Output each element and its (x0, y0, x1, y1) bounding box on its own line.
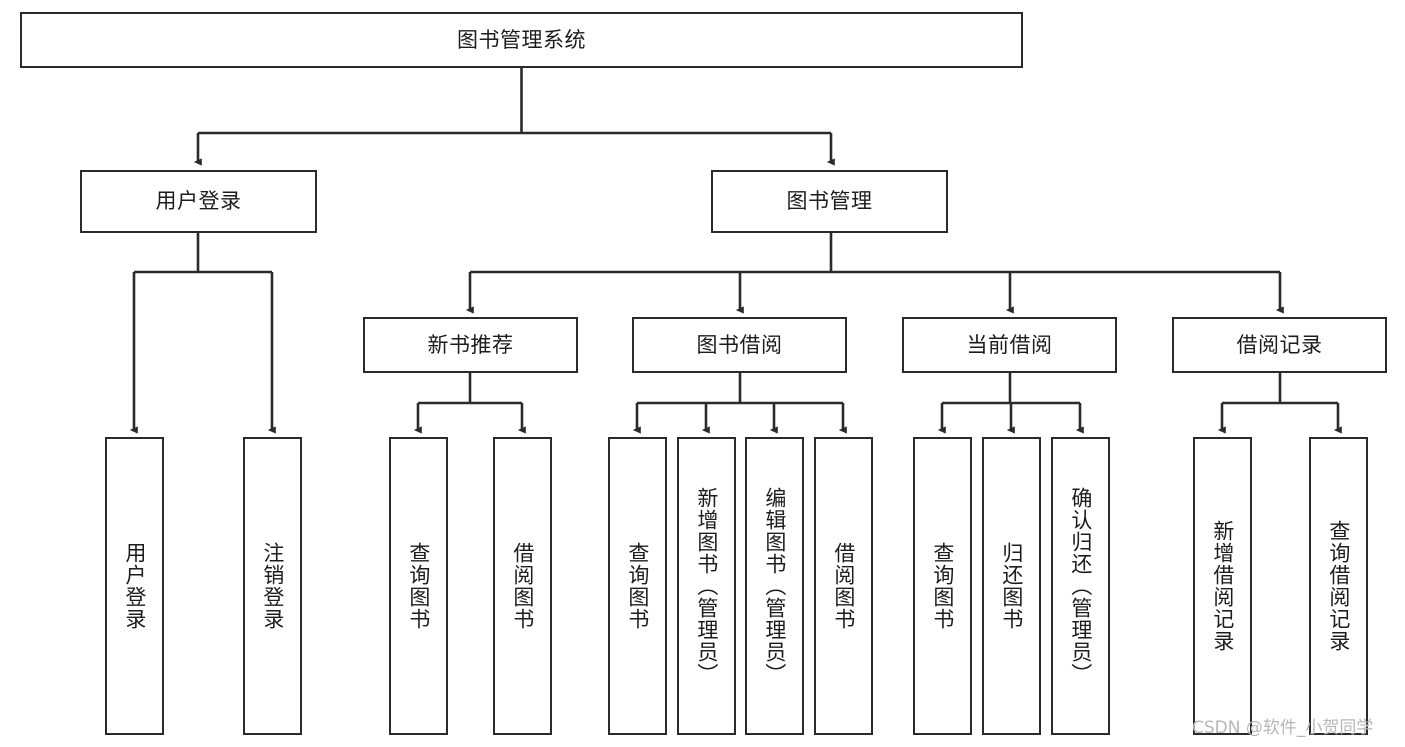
leaf-book-borrow-add-book-admin[interactable]: 新增图书（管理员） (677, 437, 736, 735)
node-label: 新增图书（管理员） (694, 487, 719, 685)
node-current-borrow[interactable]: 当前借阅 (902, 317, 1117, 373)
node-label: 用户登录 (155, 189, 242, 214)
node-label: 查询借阅记录 (1326, 520, 1351, 652)
node-label: 查询图书 (406, 542, 431, 630)
node-borrow-record[interactable]: 借阅记录 (1172, 317, 1387, 373)
leaf-new-book-borrow-book[interactable]: 借阅图书 (493, 437, 552, 735)
node-label: 图书管理系统 (457, 27, 586, 52)
node-label: 借阅图书 (831, 542, 856, 630)
node-label: 借阅图书 (510, 542, 535, 630)
node-book-management[interactable]: 图书管理 (711, 170, 948, 233)
csdn-watermark: CSDN @软件_小贺同学 (1192, 718, 1374, 738)
leaf-book-borrow-query-book[interactable]: 查询图书 (608, 437, 667, 735)
node-label: 编辑图书（管理员） (762, 487, 787, 685)
leaf-current-borrow-query-book[interactable]: 查询图书 (913, 437, 972, 735)
leaf-current-borrow-return-book[interactable]: 归还图书 (982, 437, 1041, 735)
node-label: 新书推荐 (427, 332, 514, 357)
node-new-book-recommend[interactable]: 新书推荐 (363, 317, 578, 373)
node-book-borrow[interactable]: 图书借阅 (632, 317, 847, 373)
node-label: 用户登录 (122, 542, 147, 630)
leaf-new-book-query-book[interactable]: 查询图书 (389, 437, 448, 735)
node-label: 借阅记录 (1236, 332, 1323, 357)
leaf-current-borrow-confirm-return-admin[interactable]: 确认归还（管理员） (1051, 437, 1110, 735)
node-root-book-management-system[interactable]: 图书管理系统 (20, 12, 1023, 68)
leaf-book-borrow-edit-book-admin[interactable]: 编辑图书（管理员） (745, 437, 804, 735)
node-label: 当前借阅 (966, 332, 1053, 357)
leaf-book-borrow-borrow-book[interactable]: 借阅图书 (814, 437, 873, 735)
node-label: 查询图书 (930, 542, 955, 630)
node-label: 图书管理 (786, 189, 873, 214)
leaf-borrow-record-add-record[interactable]: 新增借阅记录 (1193, 437, 1252, 735)
node-label: 归还图书 (999, 542, 1024, 630)
leaf-user-login-login[interactable]: 用户登录 (105, 437, 164, 735)
node-label: 查询图书 (625, 542, 650, 630)
leaf-borrow-record-query-record[interactable]: 查询借阅记录 (1309, 437, 1368, 735)
leaf-user-login-logout[interactable]: 注销登录 (243, 437, 302, 735)
node-label: 新增借阅记录 (1210, 520, 1235, 652)
node-user-login[interactable]: 用户登录 (80, 170, 317, 233)
node-label: 注销登录 (260, 542, 285, 630)
node-label: 确认归还（管理员） (1068, 487, 1093, 685)
node-label: 图书借阅 (696, 332, 783, 357)
